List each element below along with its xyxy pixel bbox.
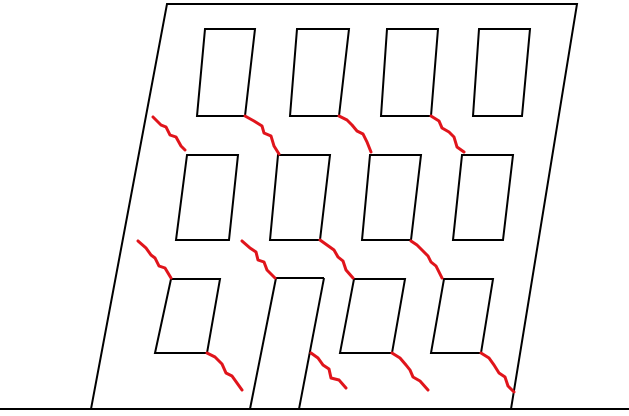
- crack: [153, 117, 185, 150]
- window-bot-1: [155, 279, 220, 353]
- crack: [481, 353, 514, 392]
- window-mid-3: [362, 155, 421, 240]
- crack: [207, 353, 242, 390]
- window-mid-1: [176, 155, 238, 240]
- crack: [320, 240, 353, 278]
- window-top-2: [290, 29, 349, 116]
- window-bot-4: [431, 279, 493, 353]
- window-top-1: [197, 29, 255, 116]
- crack: [242, 241, 275, 278]
- crack: [339, 116, 371, 152]
- window-top-4: [473, 29, 530, 116]
- crack-group: [138, 116, 514, 392]
- pier-left-edge: [250, 278, 276, 409]
- crack: [311, 353, 346, 388]
- crack: [138, 241, 171, 278]
- window-mid-2: [270, 155, 330, 240]
- window-mid-4: [453, 155, 513, 240]
- crack: [431, 116, 464, 152]
- wall-outline: [91, 4, 577, 409]
- window-bot-3: [340, 279, 405, 353]
- pier-right-edge: [299, 278, 324, 409]
- crack: [245, 116, 279, 154]
- crack: [411, 241, 442, 278]
- window-top-3: [381, 29, 438, 116]
- crack: [392, 353, 428, 390]
